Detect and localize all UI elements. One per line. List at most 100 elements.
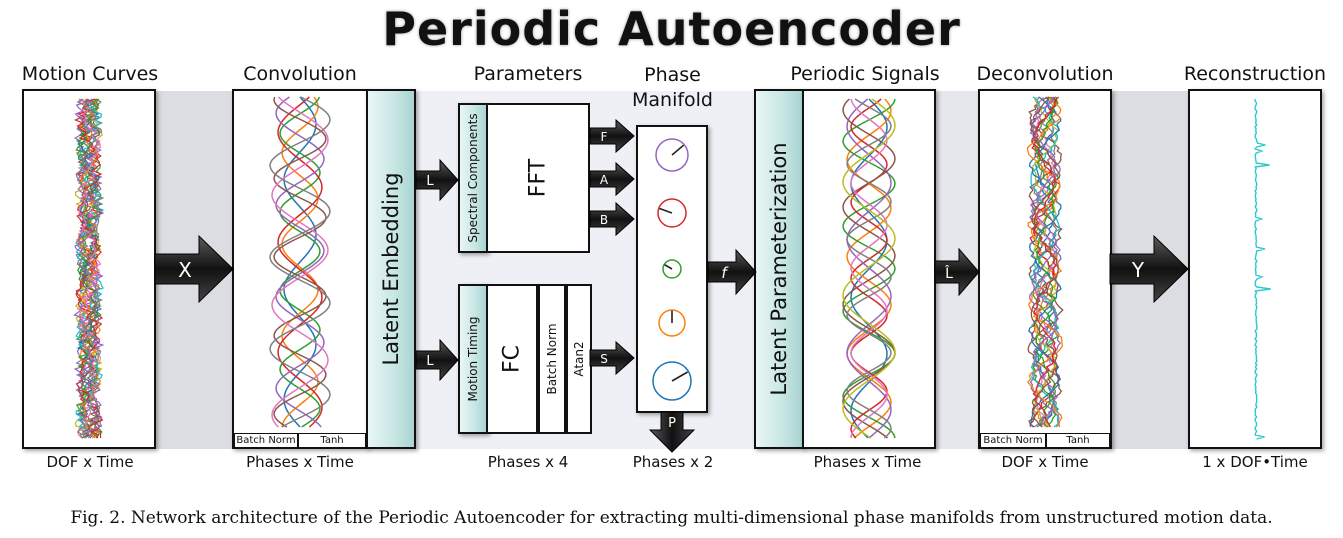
- phase-dial: [655, 138, 689, 172]
- signal-curve: [842, 98, 896, 439]
- phase-dial: [662, 259, 682, 279]
- deconv-batch-norm-tag: Batch Norm: [980, 433, 1046, 448]
- conv-curve: [279, 96, 321, 428]
- subtitle-convolution: Phases x Time: [246, 453, 354, 471]
- header-convolution: Convolution: [243, 63, 357, 85]
- arrow-l-top-label: L: [426, 174, 434, 189]
- arrow-f-label: F: [601, 130, 608, 144]
- deconv-curve: [1026, 96, 1063, 428]
- signal-curve: [846, 98, 892, 439]
- latent-embedding-label: Latent Embedding: [379, 172, 403, 366]
- motion-timing-block: Motion Timing: [458, 284, 488, 434]
- spectral-components-label: Spectral Components: [466, 113, 480, 243]
- phase-dial: [658, 309, 686, 337]
- arrow-freq: f: [707, 248, 757, 296]
- motion-curves-panel: [22, 89, 156, 449]
- arrow-l-bottom: L: [415, 338, 459, 382]
- batch-norm-label: Batch Norm: [545, 323, 559, 395]
- phase-dial: [652, 361, 692, 401]
- arrow-p-down: P: [648, 411, 696, 453]
- signal-curve: [842, 98, 896, 439]
- signal-curve: [842, 98, 896, 439]
- convolution-panel: Batch Norm Tanh: [232, 89, 368, 449]
- subtitle-periodic-signals: Phases x Time: [813, 453, 922, 471]
- conv-curve: [271, 96, 329, 428]
- arrow-x: X: [154, 234, 234, 304]
- motion-curves-plot: [73, 98, 105, 439]
- subtitle-deconvolution: DOF x Time: [1001, 453, 1089, 471]
- reconstruction-curve: [1254, 98, 1271, 440]
- header-parameters: Parameters: [473, 63, 583, 85]
- subtitle-parameters: Phases x 4: [487, 453, 569, 471]
- fc-label: FC: [499, 344, 525, 374]
- signal-curve: [850, 98, 888, 439]
- arrow-l-hat: L̂: [934, 247, 980, 297]
- latent-parameterization-label: Latent Parameterization: [767, 142, 791, 396]
- arrow-p-label: P: [668, 416, 676, 431]
- periodic-signals-panel: [802, 89, 936, 449]
- signal-curve: [846, 98, 892, 439]
- arrow-l-bottom-label: L: [426, 354, 434, 369]
- deconvolution-panel: Batch Norm Tanh: [978, 89, 1112, 449]
- arrow-a-label: A: [600, 173, 609, 187]
- arrow-y-label: Y: [1131, 258, 1145, 282]
- arrow-y: Y: [1109, 234, 1189, 304]
- header-phase-manifold: Phase Manifold: [631, 64, 713, 111]
- phase-dials: [652, 138, 692, 401]
- deconv-curve: [1032, 96, 1058, 428]
- convolution-plot: [269, 96, 331, 428]
- reconstruction-panel: [1188, 89, 1322, 449]
- periodic-signals-plot: [842, 98, 896, 439]
- arrow-x-label: X: [178, 258, 192, 282]
- atan2-block: Atan2: [566, 284, 592, 434]
- phase-dial: [657, 198, 687, 228]
- subtitle-motion-curves: DOF x Time: [46, 453, 134, 471]
- signal-curve: [850, 98, 888, 439]
- deconv-curve: [1029, 96, 1061, 428]
- motion-curve: [76, 98, 100, 439]
- fft-block: FFT: [486, 103, 590, 253]
- subtitle-reconstruction: 1 x DOF•Time: [1202, 453, 1308, 471]
- signal-curve: [846, 98, 892, 439]
- fft-label: FFT: [525, 158, 551, 198]
- phase-manifold-panel: [636, 125, 708, 413]
- figure-caption: Fig. 2. Network architecture of the Peri…: [70, 508, 1273, 528]
- subtitle-phase-manifold: Phases x 2: [632, 453, 714, 471]
- arrow-l-top: L: [415, 158, 459, 202]
- conv-curve: [273, 96, 327, 428]
- motion-curve: [73, 98, 105, 439]
- phase-dial-hand: [671, 371, 688, 382]
- conv-tanh-tag: Tanh: [298, 433, 366, 448]
- latent-embedding-block: Latent Embedding: [366, 89, 416, 449]
- deconv-tanh-tag: Tanh: [1046, 433, 1110, 448]
- deconv-curve: [1030, 96, 1059, 428]
- latent-parameterization-block: Latent Parameterization: [754, 89, 804, 449]
- conv-curve: [269, 96, 331, 428]
- arrow-s-param: S: [589, 340, 635, 376]
- fc-block: FC: [486, 284, 538, 434]
- arrow-f-param: F: [589, 118, 635, 154]
- spectral-components-block: Spectral Components: [458, 103, 488, 253]
- arrow-s-label: S: [600, 352, 608, 366]
- header-motion-curves: Motion Curves: [21, 63, 159, 85]
- motion-curve: [75, 98, 104, 439]
- arrow-l-hat-label: L̂: [945, 265, 953, 282]
- phase-dial-hand: [659, 207, 673, 214]
- header-periodic-signals: Periodic Signals: [790, 63, 940, 85]
- deconv-curve: [1032, 96, 1057, 428]
- arrow-a-param: A: [589, 161, 635, 197]
- arrow-b-label: B: [600, 213, 608, 227]
- motion-timing-label: Motion Timing: [466, 316, 480, 402]
- arrow-freq-label: f: [721, 264, 729, 282]
- phase-dial-hand: [671, 144, 685, 156]
- batch-norm-block: Batch Norm: [538, 284, 566, 434]
- conv-batch-norm-tag: Batch Norm: [234, 433, 298, 448]
- diagram-title: Periodic Autoencoder: [382, 2, 961, 56]
- reconstruction-plot: [1254, 98, 1271, 440]
- atan2-label: Atan2: [572, 341, 586, 377]
- header-reconstruction: Reconstruction: [1183, 63, 1327, 85]
- deconvolution-plot: [1026, 96, 1064, 428]
- header-deconvolution: Deconvolution: [976, 63, 1114, 85]
- phase-dial-hand: [664, 264, 673, 270]
- arrow-b-param: B: [589, 201, 635, 237]
